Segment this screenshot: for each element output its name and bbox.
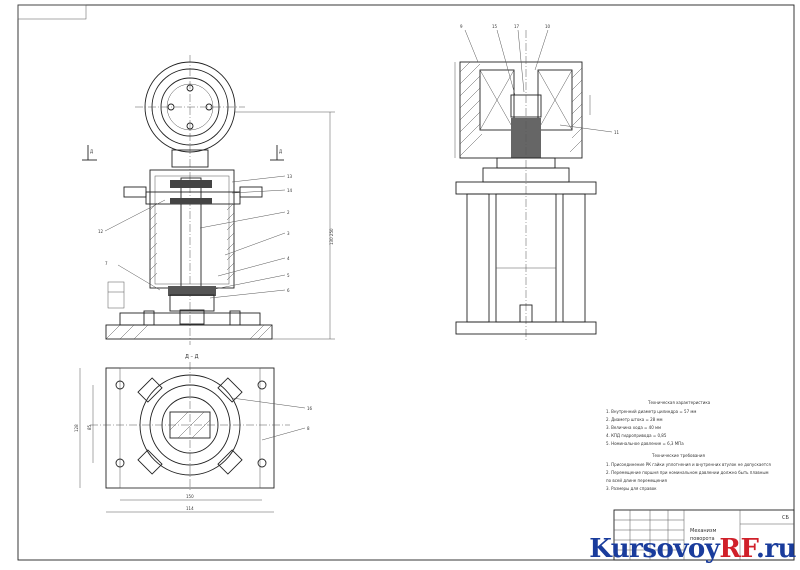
req-3: 3. Размеры для справок [606,486,657,491]
balloon-2: 2 [287,210,290,215]
balloon-8: 8 [307,426,310,431]
balloon-4: 4 [287,256,290,261]
section-mark-left: Д [90,149,93,154]
section-mark-right: Д [279,149,282,154]
side-view: 9 15 17 10 11 [454,24,620,340]
title-block: Механизм поворота СБ [613,509,795,561]
section-title: Д – Д [185,354,199,360]
balloon-9: 9 [460,24,463,29]
requirements-title: Технические требования [651,453,706,458]
balloon-17: 17 [514,24,520,29]
spec-1: 1. Внутренний диаметр цилиндра = 57 мм [606,409,696,414]
balloon-3: 3 [287,231,290,236]
req-2b: по всей длине перемещения [606,478,667,483]
spec-3: 3. Величина хода = 40 мм [606,425,661,430]
dim-plan-holes: 85 [87,424,92,430]
balloon-15: 15 [492,24,498,29]
notes: Техническая характеристика 1. Внутренний… [606,400,771,491]
balloon-12: 12 [98,229,104,234]
balloon-10: 10 [545,24,551,29]
spec-5: 5. Номинальное давление = 6,3 МПа [606,441,684,446]
specs-title: Техническая характеристика [647,400,711,405]
dim-plan-width: 114 [186,506,194,511]
drawing-code: СБ [782,515,789,521]
spec-2: 2. Диаметр штока = 28 мм [606,417,662,422]
req-2: 2. Перемещение поршня при номинальном да… [606,470,769,475]
front-section-view: Д Д [82,55,335,345]
req-1: 1. Присоединение РК гайки уплотнения и в… [606,462,771,467]
balloon-16: 16 [307,406,313,411]
balloon-6: 6 [287,288,290,293]
dim-plan-holes-x: 150 [186,494,194,499]
dim-plan-height: 128 [74,424,79,432]
balloon-11: 11 [614,130,620,135]
balloon-13: 13 [287,174,293,179]
spec-4: 4. КПД гидропривода = 0,85 [606,433,667,438]
balloon-5: 5 [287,273,290,278]
sheet-frame [17,4,795,561]
balloon-7: 7 [105,261,108,266]
title-name-2: поворота [690,536,715,542]
plan-view: 128 85 150 114 16 8 [74,362,313,513]
balloon-14: 14 [287,188,293,193]
dim-height: 130 250 [329,228,334,245]
watermark-logo: KursovoyRF.ru [589,534,796,564]
title-name-1: Механизм [690,528,717,534]
corner-stamp [17,4,87,20]
